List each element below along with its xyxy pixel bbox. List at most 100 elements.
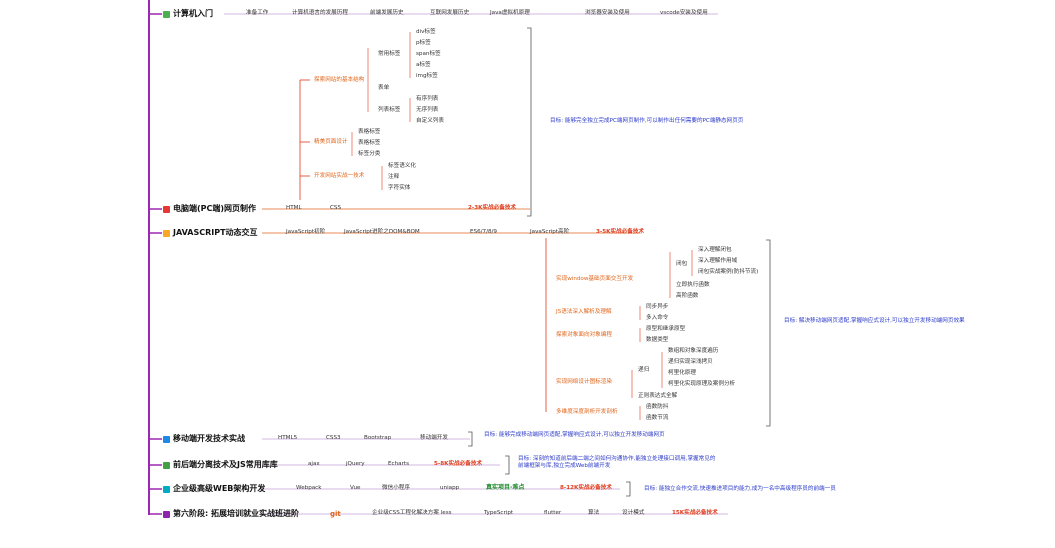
s6-item-2[interactable]: 微信小程序	[382, 485, 410, 491]
js-branch-0[interactable]: 实现window基础页面交互开发	[556, 276, 634, 282]
s1-item-6[interactable]: vscode安装及使用	[660, 10, 708, 16]
js-perf-1[interactable]: 函数节流	[646, 415, 669, 421]
html-branch-2[interactable]: 开发网站实战一技术	[314, 173, 365, 179]
stage-6-icon	[163, 485, 170, 493]
js-closure-1[interactable]: 深入理解闭包	[698, 247, 732, 253]
html-tag-img[interactable]: img标签	[416, 73, 438, 79]
s2-item-0[interactable]: HTML	[286, 205, 302, 211]
js-iife[interactable]: 立即执行函数	[676, 282, 710, 288]
s7-item-git[interactable]: git	[330, 510, 341, 518]
html-form-2[interactable]: 字符实体	[388, 185, 411, 191]
s3-item-2[interactable]: ES6/7/8/9	[470, 229, 497, 235]
js-hof[interactable]: 高阶函数	[676, 293, 699, 299]
s1-item-3[interactable]: 互联网发展历史	[430, 10, 470, 16]
stage-1-label[interactable]: 计算机入门	[163, 10, 213, 18]
js-closure-2[interactable]: 深入理解作用域	[698, 258, 738, 264]
stage-5-label[interactable]: 前后端分离技术及JS常用库库	[163, 461, 278, 469]
stage-2-label[interactable]: 电脑端(PC端)网页制作	[163, 205, 256, 213]
s1-item-5[interactable]: 浏览器安装及使用	[585, 10, 630, 16]
stage-6-label[interactable]: 企业级高级WEB架构开发	[163, 485, 265, 493]
s4-item-1[interactable]: CSS3	[326, 435, 341, 441]
html-table-0[interactable]: 表格标签	[358, 129, 381, 135]
s7-item-3[interactable]: flutter	[544, 510, 562, 516]
js-proto-0[interactable]: 原型和继承原型	[646, 326, 686, 332]
stage-4-icon	[163, 435, 170, 443]
stage-4-label[interactable]: 移动端开发技术实战	[163, 435, 245, 443]
s6-item-0[interactable]: Webpack	[296, 485, 322, 491]
html-form-1[interactable]: 注释	[388, 174, 400, 180]
note-3: 目标: 深刻的知道前后端二端之间如何沟通协作,能独立处理接口调用,掌握常见的前端…	[518, 456, 716, 470]
stage-7-icon	[163, 510, 170, 518]
s4-item-0[interactable]: HTML5	[278, 435, 298, 441]
note-0: 目标: 能够完全独立完成PC端网页制作,可以制作出任何需要的PC端静态网页页	[550, 118, 744, 124]
s2-tag: 2-3K实战必备技术	[468, 205, 517, 211]
html-form[interactable]: 表单	[378, 85, 390, 91]
js-deep-4[interactable]: 柯里化实现原理及案例分析	[668, 381, 736, 387]
js-closure[interactable]: 闭包	[676, 261, 688, 267]
html-ol[interactable]: 有序列表	[416, 96, 439, 102]
s6-highlight: 真实项目-难点	[486, 484, 525, 491]
js-branch-4[interactable]: 多维度深度剖析开发剖析	[556, 409, 618, 415]
s5-tag: 5-8K实战必备技术	[434, 461, 483, 467]
s5-item-2[interactable]: Echarts	[388, 461, 409, 467]
js-branch-3[interactable]: 实现网络设计图标渲染	[556, 379, 612, 385]
s7-item-2[interactable]: TypeScript	[484, 510, 514, 516]
html-list[interactable]: 列表标签	[378, 107, 401, 113]
s3-item-1[interactable]: JavaScript进阶之DOM&BOM	[344, 229, 420, 235]
js-branch-2[interactable]: 探索对象面向对象编程	[556, 332, 612, 338]
js-deep-3[interactable]: 柯里化原理	[668, 370, 696, 376]
js-closure-3[interactable]: 闭包实战案例(防抖节流)	[698, 269, 759, 275]
html-ul[interactable]: 无序列表	[416, 107, 439, 113]
js-deep-1[interactable]: 数组和对象深度遍历	[668, 348, 719, 354]
html-form-0[interactable]: 标签语义化	[388, 163, 416, 169]
s1-item-4[interactable]: Java虚拟机原理	[490, 10, 530, 16]
stage-5-icon	[163, 461, 170, 469]
s7-item-5[interactable]: 设计模式	[622, 510, 645, 516]
html-dl[interactable]: 自定义列表	[416, 118, 444, 124]
s3-item-0[interactable]: JavaScript初阶	[286, 229, 326, 235]
html-tag-div[interactable]: div标签	[416, 29, 436, 35]
html-tag-span[interactable]: span标签	[416, 51, 441, 57]
html-common-tags[interactable]: 常用标签	[378, 51, 401, 57]
note-4: 目标: 能独立合作交流,快速推进项目的能力,成为一名中高级程序员的前端一员	[644, 486, 836, 492]
s6-item-1[interactable]: Vue	[350, 485, 361, 491]
s4-item-2[interactable]: Bootstrap	[364, 435, 392, 441]
s7-item-4[interactable]: 算法	[588, 510, 600, 516]
stage-3-label[interactable]: JAVASCRIPT动态交互	[163, 229, 258, 237]
s1-item-1[interactable]: 计算机语言的发展历程	[292, 10, 348, 16]
html-tag-p[interactable]: p标签	[416, 40, 431, 46]
s3-item-3[interactable]: JavaScript高阶	[530, 229, 570, 235]
note-1: 目标: 解决移动端网页适配,掌握响应式设计,可以独立开发移动端网页效果	[784, 318, 965, 324]
s6-item-3[interactable]: uniapp	[440, 485, 460, 491]
s7-tag: 15K实战必备技术	[672, 510, 718, 516]
js-async-0[interactable]: 同步异步	[646, 304, 669, 310]
js-regex[interactable]: 正则表达式全解	[638, 393, 678, 399]
stage-1-icon	[163, 10, 170, 18]
html-branch-1[interactable]: 精美页面设计	[314, 139, 348, 145]
s3-tag: 3-5K实战必备技术	[596, 229, 645, 235]
s6-tag: 8-12K实战必备技术	[560, 485, 612, 491]
js-deep-2[interactable]: 递归实现深浅拷贝	[668, 359, 713, 365]
s1-item-2[interactable]: 前端发展历史	[370, 10, 404, 16]
s4-item-3[interactable]: 移动端开发	[420, 435, 448, 441]
stage-7-label[interactable]: 第六阶段: 拓展培训就业实战班进阶	[163, 510, 299, 518]
js-branch-1[interactable]: JS语法深入解析及理解	[556, 309, 612, 315]
html-branch-0[interactable]: 探索网站的基本结构	[314, 77, 365, 83]
html-tag-a[interactable]: a标签	[416, 62, 431, 68]
html-table-2[interactable]: 标签分类	[358, 151, 381, 157]
js-recursion[interactable]: 递归	[638, 367, 650, 373]
s7-item-1[interactable]: 企业级CSS工程化解决方案 less	[372, 510, 452, 516]
js-proto-1[interactable]: 数据类型	[646, 337, 669, 343]
s2-item-1[interactable]: CSS	[330, 205, 342, 211]
note-2: 目标: 能够完成移动端网页适配,掌握响应式设计,可以独立开发移动端网页	[484, 432, 665, 438]
js-perf-0[interactable]: 函数防抖	[646, 404, 669, 410]
s5-item-1[interactable]: jQuery	[346, 461, 365, 467]
s5-item-0[interactable]: ajax	[308, 461, 320, 467]
s1-item-0[interactable]: 准备工作	[246, 10, 269, 16]
stage-2-icon	[163, 205, 170, 213]
html-table-1[interactable]: 表格标签	[358, 140, 381, 146]
js-async-1[interactable]: 多入命令	[646, 315, 669, 321]
stage-3-icon	[163, 229, 170, 237]
